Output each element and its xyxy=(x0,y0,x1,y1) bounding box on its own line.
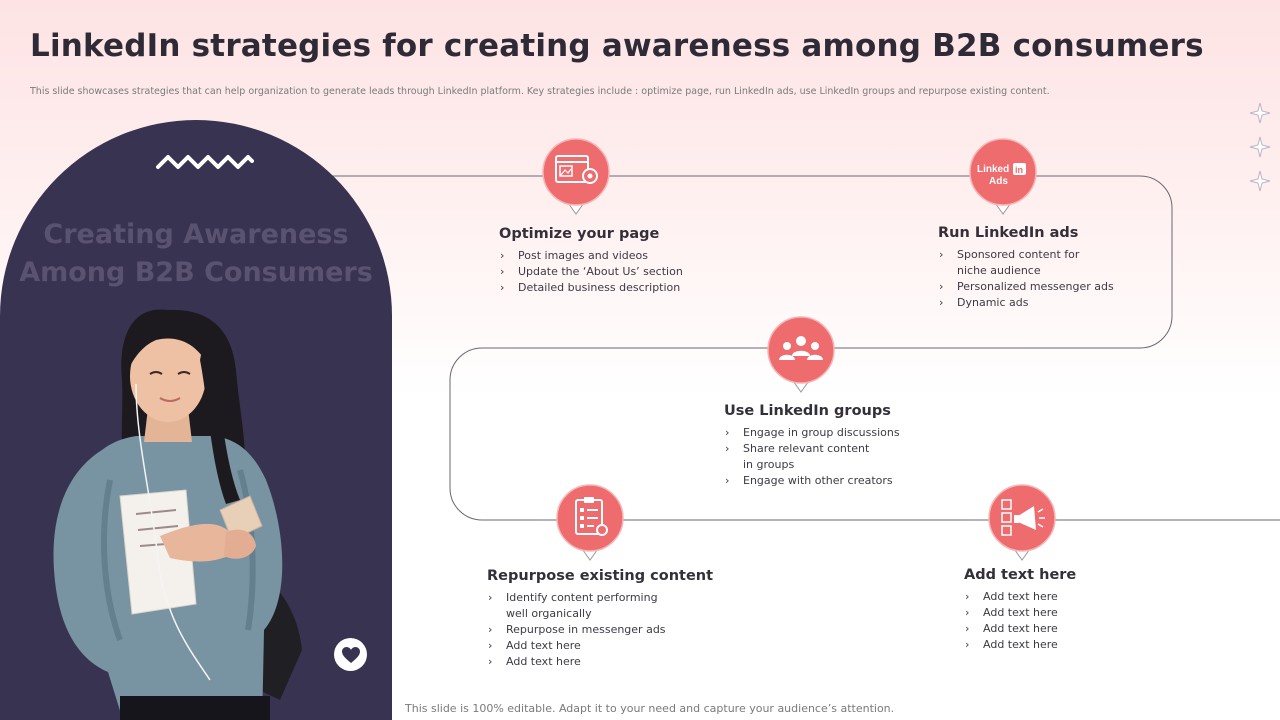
strategy-item: Update the ‘About Us’ section xyxy=(499,264,683,280)
panel-heading-line: Creating Awareness xyxy=(43,219,349,250)
strategy-repurpose-content: Repurpose existing content Identify cont… xyxy=(487,568,713,670)
strategy-item: Add text here xyxy=(964,637,1076,653)
strategy-item: Sponsored content for niche audience xyxy=(938,247,1114,279)
linkedin-ads-icon: Linked in Ads xyxy=(969,138,1037,215)
strategy-item: Engage in group discussions xyxy=(724,425,900,441)
strategy-item: Add text here xyxy=(964,605,1076,621)
sparkle-icon xyxy=(1249,170,1271,192)
linkedin-in-text: in xyxy=(1015,165,1023,175)
strategy-item: Engage with other creators xyxy=(724,473,900,489)
strategy-title: Use LinkedIn groups xyxy=(724,403,891,419)
strategy-item: Identify content performing well organic… xyxy=(487,590,713,622)
sparkle-icon xyxy=(1249,102,1271,124)
strategy-optimize-page: Optimize your page Post images and video… xyxy=(499,226,683,296)
strategy-title: Add text here xyxy=(964,567,1077,583)
strategy-item: Add text here xyxy=(964,589,1076,605)
slide-subtitle: This slide showcases strategies that can… xyxy=(30,86,1050,97)
strategy-item: Add text here xyxy=(487,638,713,654)
zigzag-icon xyxy=(156,155,254,169)
strategy-item: Post images and videos xyxy=(499,248,683,264)
strategy-item: Add text here xyxy=(964,621,1076,637)
strategy-item: Dynamic ads xyxy=(938,295,1114,311)
strategy-item: Repurpose in messenger ads xyxy=(487,622,713,638)
strategy-item: Share relevant content in groups xyxy=(724,441,900,473)
slide-title: LinkedIn strategies for creating awarene… xyxy=(30,28,1204,64)
strategy-item: Add text here xyxy=(487,654,713,670)
heart-button[interactable] xyxy=(334,638,367,671)
linkedin-ads-text: Ads xyxy=(989,176,1008,187)
strategy-title: Optimize your page xyxy=(499,226,660,242)
strategy-item: Personalized messenger ads xyxy=(938,279,1114,295)
webpage-settings-icon xyxy=(542,138,610,215)
linkedin-ads-text: Linked xyxy=(977,164,1009,175)
heart-icon xyxy=(341,646,360,663)
panel-heading-line: Among B2B Consumers xyxy=(19,257,373,288)
footer-note: This slide is 100% editable. Adapt it to… xyxy=(405,702,895,715)
strategy-use-linkedin-groups: Use LinkedIn groups Engage in group disc… xyxy=(724,403,900,489)
clipboard-content-icon xyxy=(556,484,624,561)
group-icon xyxy=(767,316,835,393)
strategy-add-text: Add text here Add text here Add text her… xyxy=(964,567,1076,653)
strategy-title: Repurpose existing content xyxy=(487,568,714,584)
panel-heading: Creating Awareness Among B2B Consumers xyxy=(0,216,392,292)
strategy-item: Detailed business description xyxy=(499,280,683,296)
strategy-title: Run LinkedIn ads xyxy=(938,225,1079,241)
woman-with-phone-photo xyxy=(53,309,302,720)
marketing-megaphone-icon xyxy=(988,484,1056,561)
left-panel: Creating Awareness Among B2B Consumers xyxy=(0,120,392,720)
sparkle-icon xyxy=(1249,136,1271,158)
strategy-run-linkedin-ads: Run LinkedIn ads Sponsored content for n… xyxy=(938,225,1114,311)
